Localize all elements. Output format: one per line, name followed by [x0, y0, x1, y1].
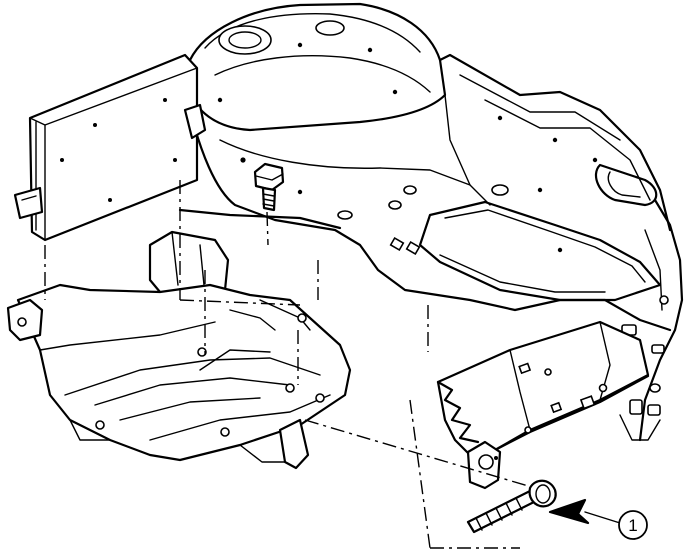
long-bolt [466, 479, 557, 534]
control-module [13, 53, 207, 242]
alignment-lines [44, 180, 536, 549]
mounting-bolt-top [253, 162, 285, 212]
vehicle-body-floor-pan [178, 2, 684, 490]
callout-number: 1 [628, 516, 637, 535]
callout-1: 1 [548, 498, 648, 540]
module-mounting-tray [6, 230, 352, 470]
callout-circle [618, 510, 648, 540]
